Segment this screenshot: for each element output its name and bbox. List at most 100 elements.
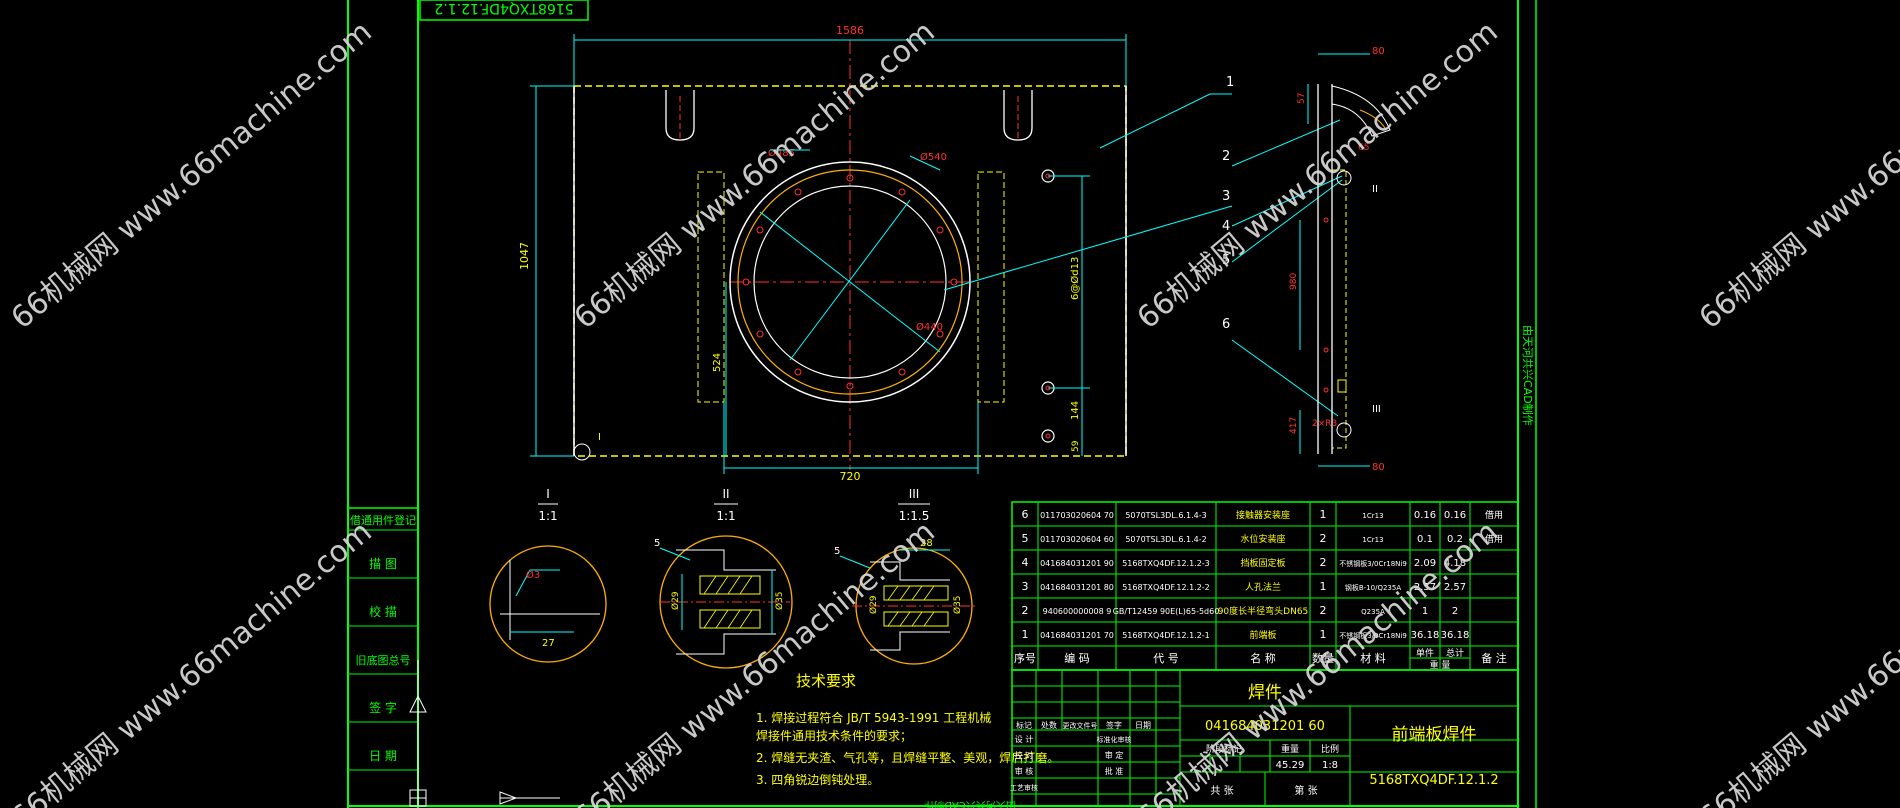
title-weight: 45.29 <box>1276 760 1305 771</box>
bottom-symbols <box>409 660 560 807</box>
bom-cell: 1Cr13 <box>1362 536 1383 544</box>
bom-cell: 5168TXQ4DF.12.1.2-3 <box>1122 559 1210 568</box>
bom-cell: 2 <box>1452 606 1458 617</box>
watermark-layer: 66机械网 www.66machine.com 66机械网 www.66mach… <box>5 14 1900 808</box>
bom-weight-header: 重 量 <box>1430 659 1451 671</box>
top-stamp: 5168TXQ4DF.12.1.2 <box>434 0 573 16</box>
bom-cell: 2 <box>1022 604 1029 617</box>
side-marker-iii: III <box>1372 404 1381 415</box>
side-dim-top: 80 <box>1372 46 1385 57</box>
bom-cell: 36.18 <box>1441 630 1470 641</box>
bom-cell: 36.18 <box>1411 630 1440 641</box>
bom-cell: 5 <box>1022 532 1029 545</box>
leader-5: 5 <box>1222 253 1230 268</box>
bom-cell: 90度长半径弯头DN65 <box>1218 605 1309 617</box>
bom-cell: 0.1 <box>1417 534 1433 545</box>
title-scale-label: 比例 <box>1321 743 1339 755</box>
dim-right-span: 6@Ød13 <box>1069 257 1081 300</box>
watermark-4: 66机械网 www.66machine.com <box>5 514 379 808</box>
bom-cell: 钢板B-10/Q235A <box>1345 583 1401 592</box>
side-dim-bottom-a: 417 <box>1289 417 1299 434</box>
role2-1: 审 定 <box>1105 750 1124 760</box>
drawing-frame: 5168TXQ4DF.12.1.2 由天河共兴CAD制作 由天河共兴CAD制作 <box>347 0 1537 808</box>
bom-cell: 041684031201 80 <box>1040 583 1114 592</box>
bom-cell: 6 <box>1022 508 1029 521</box>
bom-cell: 不锈钢板3/0Cr18Ni9 <box>1339 559 1407 568</box>
bom-cell: 1 <box>1022 628 1029 641</box>
bom-cell: 041684031201 90 <box>1040 559 1114 568</box>
detail-iii-dim2: Ø35 <box>952 595 963 614</box>
leader-3: 3 <box>1222 189 1230 204</box>
detail-ii-scale: 1:1 <box>716 509 735 523</box>
detail-iii-dim1: Ø29 <box>868 595 879 614</box>
bom-cell: 借用 <box>1485 533 1503 545</box>
rev-label-1: 处数 <box>1041 720 1057 730</box>
dim-width: 1586 <box>836 24 864 37</box>
side-dim-bottom-b: 80 <box>1372 462 1385 473</box>
detail-i-id: I <box>546 487 550 501</box>
bom-cell: 0.2 <box>1447 534 1463 545</box>
leader-1: 1 <box>1226 75 1234 90</box>
bom-cell: 041684031201 70 <box>1040 631 1114 640</box>
bom-cell: 5070TSL3DL.6.1.4-3 <box>1125 511 1206 520</box>
left-column: 借通用件登记 描 图 校 描 旧底图总号 签 字 日 期 <box>347 507 419 807</box>
bom-cell: 不锈钢板3/0Cr18Ni9 <box>1339 631 1407 640</box>
dim-right-b: 59 <box>1071 440 1081 452</box>
side-view: 80 57 65 980 417 80 II III 2×R3 <box>1289 46 1391 473</box>
bom-cell: 5168TXQ4DF.12.1.2-1 <box>1122 631 1210 640</box>
title-sheet-total: 共 张 <box>1210 785 1233 797</box>
bom-h-2: 代 号 <box>1153 652 1179 665</box>
bom-h-4: 数量 <box>1312 652 1334 665</box>
bom-cell: 水位安装座 <box>1240 533 1285 545</box>
bom-h-1: 编 码 <box>1064 651 1090 665</box>
watermark-3: 66机械网 www.66machine.com <box>1693 14 1900 336</box>
bom-h-7: 总计 <box>1446 647 1464 659</box>
title-scale: 1:8 <box>1322 760 1338 771</box>
bom-cell: 5168TXQ4DF.12.1.2-2 <box>1122 583 1210 592</box>
watermark-7: 66机械网 www.66machine.com <box>1693 514 1900 808</box>
side-dim-b: 65 <box>1358 143 1369 153</box>
left-col-4: 签 字 <box>369 700 397 715</box>
title-sheet-no: 第 张 <box>1294 784 1317 797</box>
title-part-name: 前端板焊件 <box>1392 725 1477 745</box>
role-3: 工艺审核 <box>1010 783 1038 792</box>
detail-iii-weld: 5 <box>834 546 840 557</box>
bom-cell: 1 <box>1320 628 1327 641</box>
title-category: 焊件 <box>1248 683 1282 703</box>
bom-cell: 前端板 <box>1249 629 1276 641</box>
detail-i-dim1: 27 <box>542 638 555 649</box>
bom-cell: 0.16 <box>1444 510 1466 521</box>
dim-bottom: 720 <box>840 470 861 483</box>
bom-h-0: 序号 <box>1014 651 1036 665</box>
leader-6: 6 <box>1222 317 1230 332</box>
bom-cell: 接触器安装座 <box>1236 509 1290 521</box>
detail-ii-id: II <box>722 487 729 501</box>
bom-cell: 2 <box>1320 604 1327 617</box>
detail-marker-i: I <box>598 432 601 443</box>
left-col-3: 旧底图总号 <box>356 653 411 667</box>
rev-label-2: 更改文件号 <box>1063 721 1098 730</box>
bom-h-5: 材 料 <box>1360 651 1386 665</box>
title-stage-label: 阶段标记 <box>1206 743 1242 755</box>
watermark-0: 66机械网 www.66machine.com <box>5 14 379 336</box>
bom-cell: 1 <box>1422 606 1428 617</box>
detail-ii-dim0: Ø29 <box>670 591 681 610</box>
detail-i-dim0: Ø3 <box>526 569 540 581</box>
detail-ii-dim1: Ø35 <box>774 591 785 610</box>
tech-req-line-0: 1. 焊接过程符合 JB/T 5943-1991 工程机械 <box>756 710 991 725</box>
bom-cell: 5070TSL3DL.6.1.4-2 <box>1125 535 1206 544</box>
rev-label-4: 日期 <box>1135 721 1151 730</box>
bom-cell: 4 <box>1022 556 1029 569</box>
rev-label-0: 标记 <box>1016 720 1032 730</box>
detail-views: I 1:1 II 1:1 III 1:1.5 Ø3 27 Ø29 Ø35 5 <box>489 487 976 669</box>
side-dim-a: 57 <box>1297 93 1307 104</box>
dim-left: 524 <box>712 353 723 372</box>
detail-iii-id: III <box>909 487 920 501</box>
role-2: 审 核 <box>1015 766 1034 776</box>
side-stamp: 由天河共兴CAD制作 <box>1521 325 1535 426</box>
left-col-2: 校 描 <box>369 604 397 619</box>
side-marker-ii: II <box>1372 184 1378 195</box>
role2-0: 标准化审核 <box>1097 735 1132 744</box>
dim-circle-inner: Ø440 <box>916 321 943 333</box>
